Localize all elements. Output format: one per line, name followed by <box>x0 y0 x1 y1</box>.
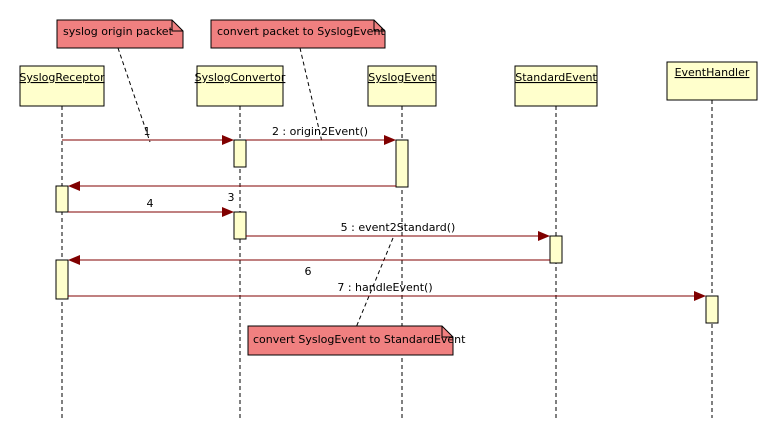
messages: 1 2 : origin2Event() 3 4 5 : event2Stand… <box>62 125 706 301</box>
activation-bar <box>705 295 719 324</box>
message-label-1: 1 <box>144 125 151 138</box>
message-label-7: 7 : handleEvent() <box>337 281 432 294</box>
activation-bar <box>55 185 69 213</box>
object-label: StandardEvent <box>515 71 597 84</box>
message-label-3: 3 <box>228 191 235 204</box>
object-syslogreceptor: SyslogReceptor <box>19 65 105 107</box>
object-eventhandler: EventHandler <box>666 61 758 101</box>
note-connector-3 <box>354 237 394 331</box>
activation-bar <box>549 235 563 264</box>
activation-bar <box>233 139 247 168</box>
note-syslog-origin-packet: syslog origin packet <box>56 19 184 49</box>
note-text: syslog origin packet <box>63 25 174 38</box>
note-text: convert SyslogEvent to StandardEvent <box>253 333 466 346</box>
note-convert-packet: convert packet to SyslogEvent <box>210 19 386 49</box>
object-label: SyslogEvent <box>368 71 436 84</box>
object-label: SyslogReceptor <box>19 71 105 84</box>
note-connector-2 <box>299 47 323 143</box>
note-text: convert packet to SyslogEvent <box>217 25 385 38</box>
object-standardevent: StandardEvent <box>514 65 598 107</box>
object-syslogevent: SyslogEvent <box>367 65 437 107</box>
message-label-5: 5 : event2Standard() <box>341 221 456 234</box>
note-connector-1 <box>117 47 151 143</box>
activation-bar <box>55 259 69 300</box>
note-connectors <box>117 47 394 331</box>
object-syslogconvertor: SyslogConvertor <box>195 65 286 107</box>
message-label-6: 6 <box>305 265 312 278</box>
activation-bar <box>395 139 409 188</box>
activations <box>55 139 719 324</box>
object-label: SyslogConvertor <box>195 71 286 84</box>
lifelines <box>61 100 713 418</box>
note-convert-syslogevent: convert SyslogEvent to StandardEvent <box>247 325 466 356</box>
object-label: EventHandler <box>675 66 750 79</box>
message-label-2: 2 : origin2Event() <box>272 125 368 138</box>
activation-bar <box>233 211 247 240</box>
message-label-4: 4 <box>147 197 154 210</box>
